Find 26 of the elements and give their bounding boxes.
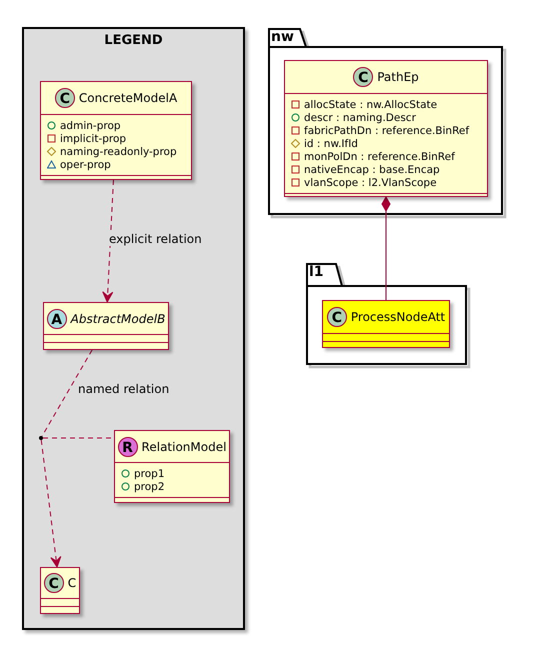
- class-stereotype-icon: C: [54, 88, 75, 108]
- class-stereotype-icon: R: [118, 436, 138, 456]
- junction-dot: [39, 436, 43, 440]
- class-box: [40, 81, 192, 180]
- class-stereotype-icon: A: [46, 308, 67, 328]
- attribute-text: prop1: [134, 468, 165, 480]
- connector-line: [42, 350, 93, 436]
- class-stereotype-icon: C: [44, 573, 64, 593]
- package-title: LEGEND: [103, 33, 164, 48]
- class-name: AbstractModelB: [70, 312, 166, 326]
- class-name: C: [68, 576, 76, 590]
- class-name: ConcreteModelA: [78, 91, 178, 105]
- class-name: RelationModel: [142, 440, 226, 454]
- attribute-text: implicit-prop: [60, 132, 126, 144]
- attribute-text: naming-readonly-prop: [60, 146, 177, 158]
- attribute-text: prop2: [134, 480, 165, 492]
- attribute-text: oper-prop: [60, 158, 111, 170]
- package-frame: [22, 27, 245, 630]
- attribute-text: admin-prop: [60, 120, 121, 132]
- edge-label: named relation: [77, 382, 170, 396]
- class-box: [43, 302, 169, 350]
- arrow: [40, 440, 62, 568]
- edge-label: explicit relation: [108, 232, 203, 246]
- arrow: [102, 180, 114, 302]
- class-box: [40, 567, 80, 614]
- class-box: [114, 430, 230, 503]
